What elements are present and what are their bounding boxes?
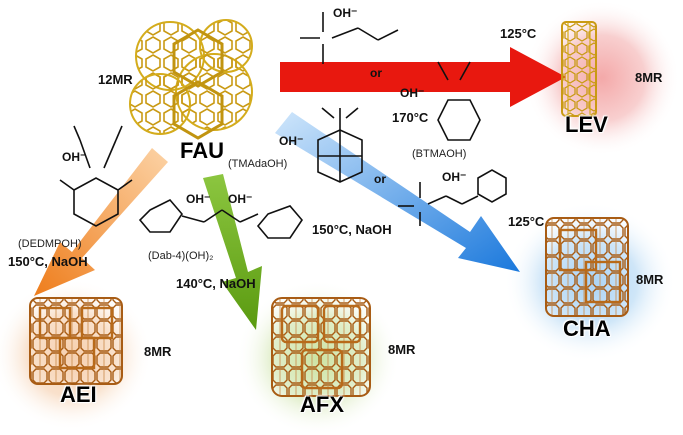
lev-framework [561, 21, 597, 117]
afx-ring-size: 8MR [388, 342, 416, 357]
aei-conditions: 150°C, NaOH [8, 254, 88, 269]
trimethylphenethylammonium [398, 169, 507, 226]
afx-oh-2: OH⁻ [228, 192, 253, 206]
trimethyladamantylammonium [317, 107, 363, 183]
cha-sda-name: (TMAdaOH) [228, 158, 288, 170]
afx-framework [271, 297, 371, 397]
arrow-to-lev [280, 47, 566, 107]
aei-sda-name: (DEDMPOH) [18, 238, 82, 250]
aei-label: AEI [60, 382, 97, 407]
cha-oh-2: OH⁻ [442, 170, 467, 184]
cha-oh-1: OH⁻ [279, 134, 304, 148]
lev-temp-top: 125°C [500, 26, 537, 41]
fau-framework [129, 19, 253, 140]
lev-oh-top: OH⁻ [333, 6, 358, 20]
hydroxyethyl-trimethylammonium [300, 12, 399, 64]
aei-framework [29, 297, 123, 385]
afx-conditions: 140°C, NaOH [176, 276, 256, 291]
afx-label: AFX [300, 392, 344, 417]
cha-conditions: 150°C, NaOH [312, 222, 392, 237]
aei-ring-size: 8MR [144, 344, 172, 359]
lev-label: LEV [565, 112, 608, 137]
fau-ring-size: 12MR [98, 72, 133, 87]
aei-oh: OH⁻ [62, 150, 87, 164]
cha-label: CHA [563, 316, 611, 341]
lev-sda-name: (BTMAOH) [412, 148, 467, 160]
cha-ring-size: 8MR [636, 272, 664, 287]
lev-temp-bottom: 170°C [392, 110, 429, 125]
cha-framework [545, 217, 629, 317]
lev-ring-size: 8MR [635, 70, 663, 85]
cha-or: or [374, 172, 386, 186]
arrow-to-aei [34, 148, 168, 296]
dimethylpiperidinium [437, 61, 481, 141]
fau-label: FAU [180, 138, 224, 163]
diethyldimethylpiperidinium [59, 125, 133, 227]
cha-temp: 125°C [508, 214, 545, 229]
lev-or: or [370, 66, 382, 80]
afx-oh-1: OH⁻ [186, 192, 211, 206]
arrow-to-cha [275, 112, 520, 272]
afx-sda-name: (Dab-4)(OH)₂ [148, 250, 214, 262]
dab-4-diazabicyclooctane [138, 199, 304, 239]
lev-oh-bottom: OH⁻ [400, 86, 425, 100]
molecule-structures [59, 12, 507, 239]
